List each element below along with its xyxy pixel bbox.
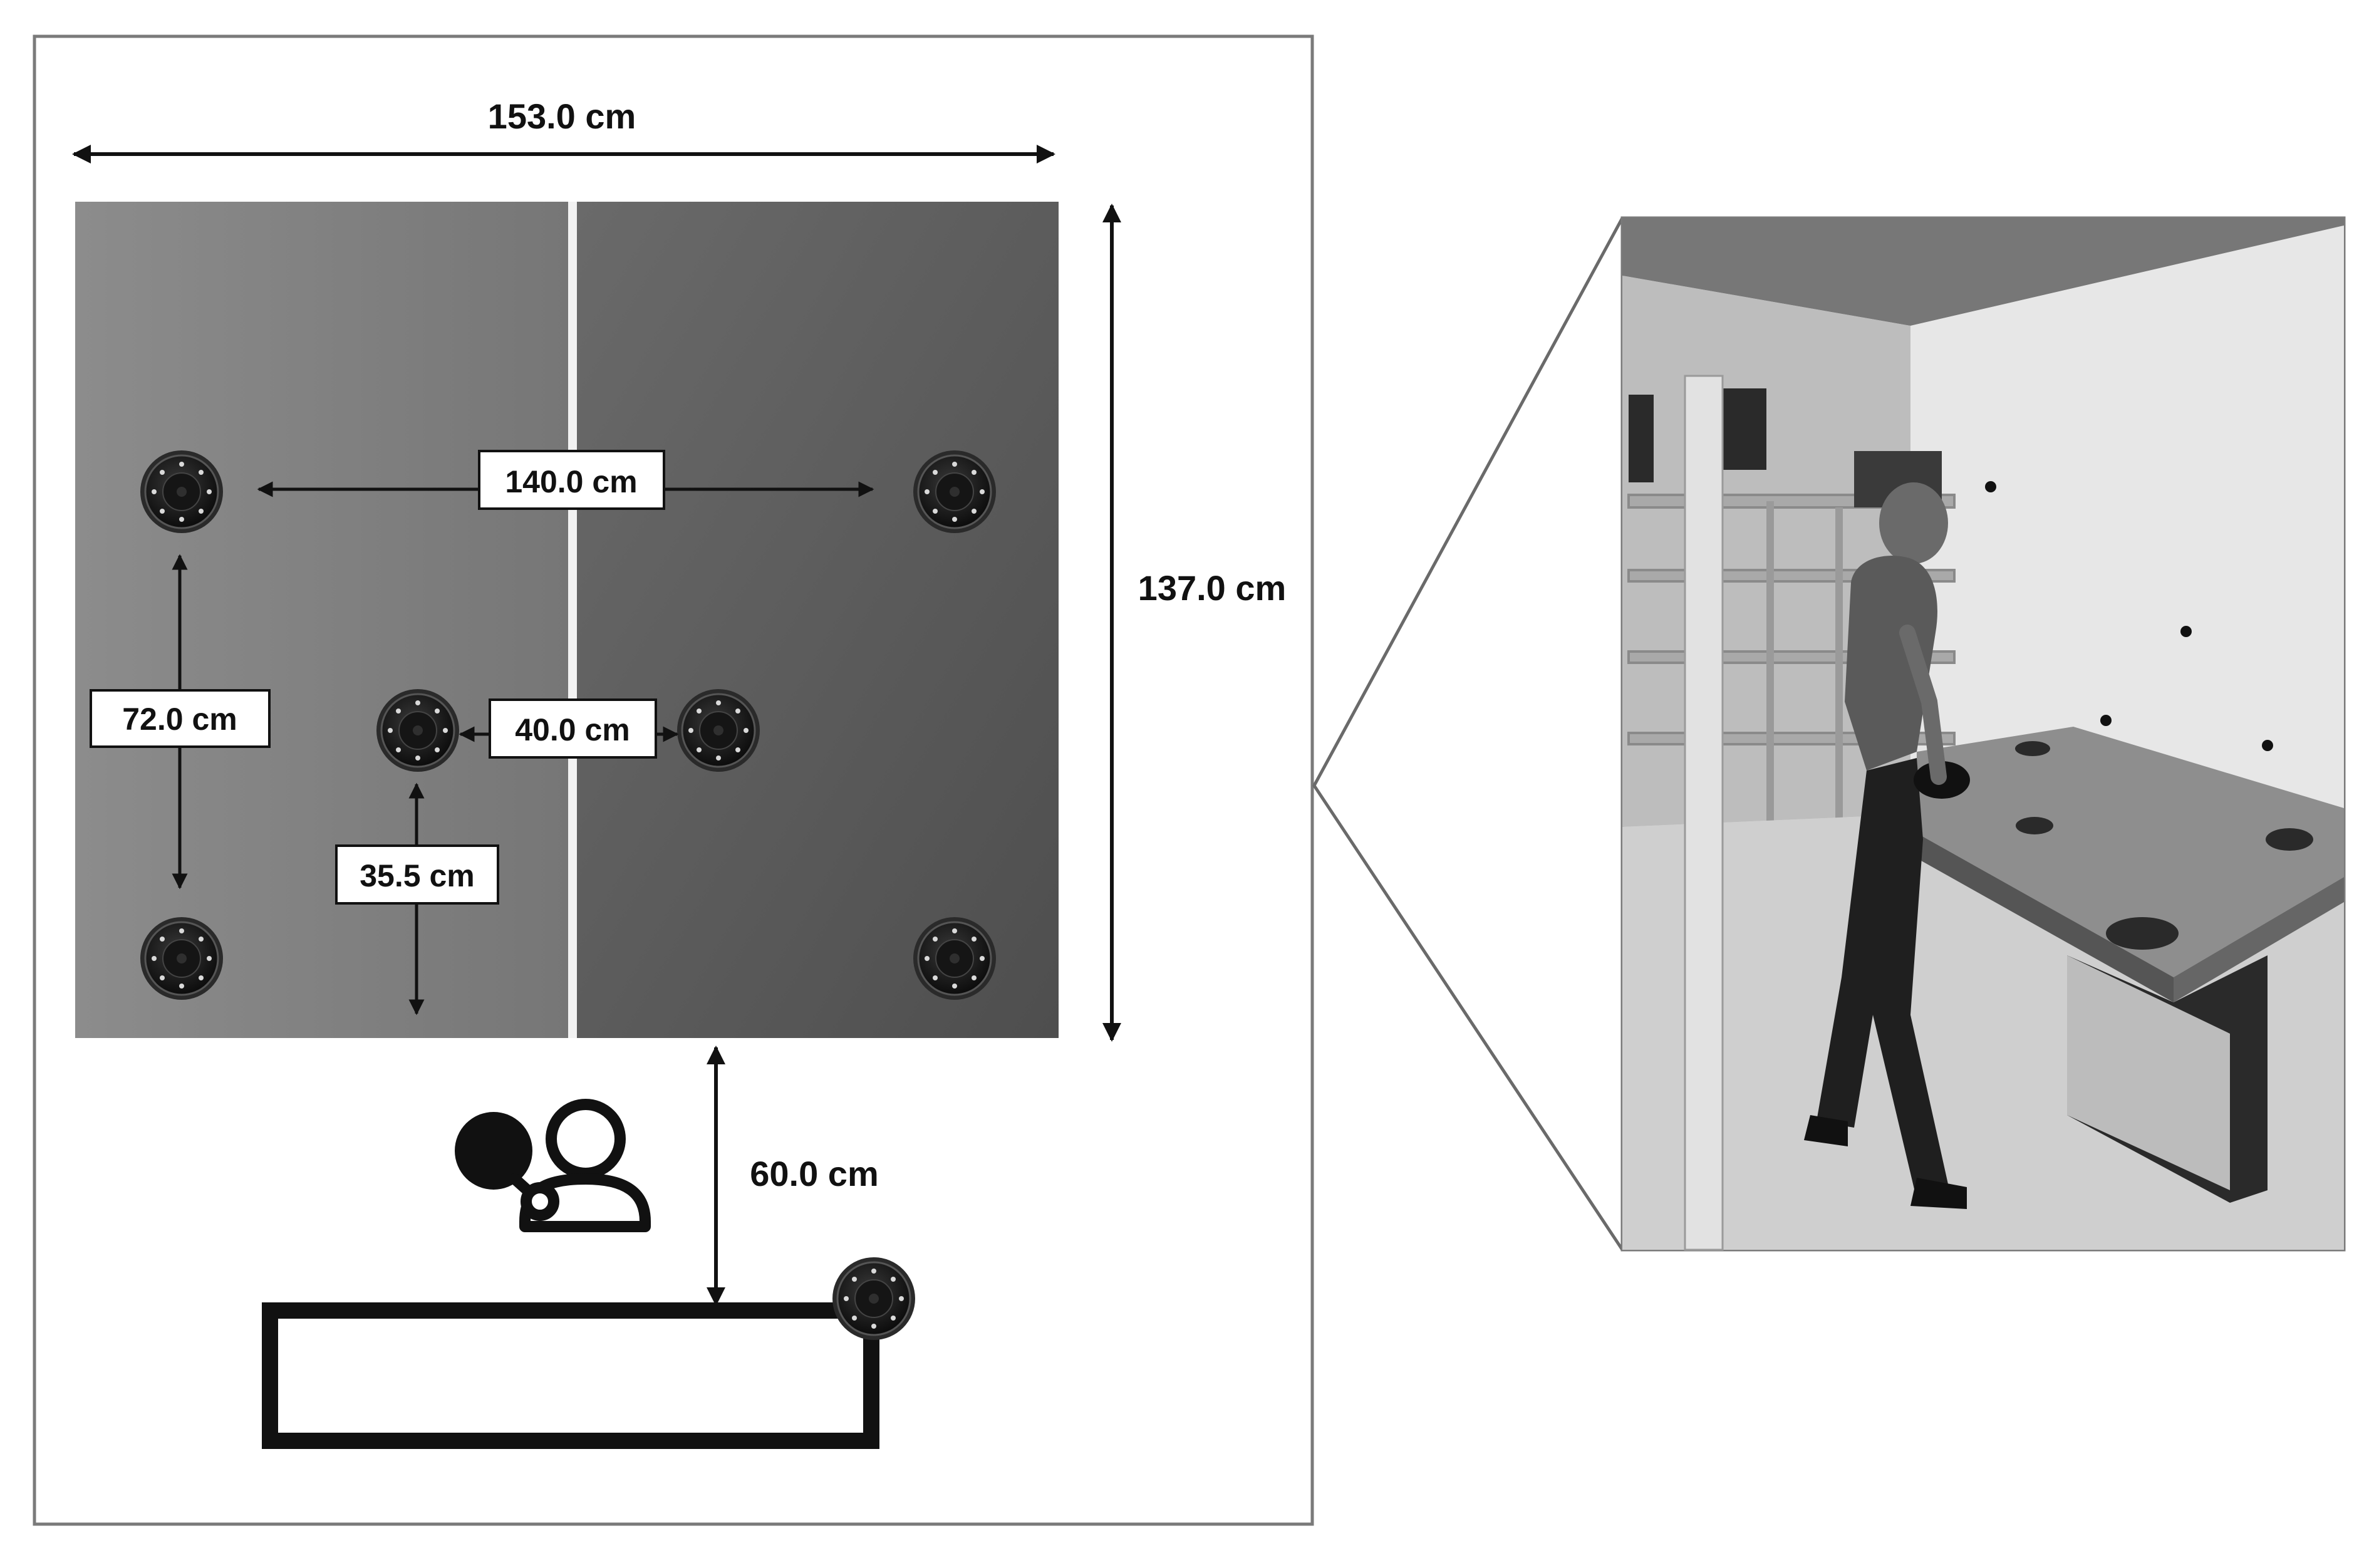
outer-spacing-h-box xyxy=(478,450,665,510)
sensor-puck-icon xyxy=(831,1256,916,1341)
table-depth-label: 137.0 cm xyxy=(1138,568,1287,608)
player-distance-label: 60.0 cm xyxy=(750,1154,879,1193)
outer-spacing-v-box xyxy=(90,689,271,748)
sensor-puck-icon xyxy=(375,688,460,773)
inner-to-edge-label: 35.5 cm xyxy=(360,858,474,893)
zoom-connector xyxy=(1312,217,1624,1251)
table-net-line xyxy=(568,202,577,1038)
sensor-puck-icon xyxy=(676,688,761,773)
lab-photo xyxy=(1620,216,2346,1252)
table-top xyxy=(75,202,1059,1038)
sensor-puck-icon xyxy=(139,449,224,534)
outer-spacing-v-label: 72.0 cm xyxy=(122,702,237,737)
table-right-half xyxy=(574,202,1059,1038)
sensor-puck-icon xyxy=(912,916,997,1001)
table-width-label: 153.0 cm xyxy=(488,96,636,136)
outer-spacing-h-label: 140.0 cm xyxy=(505,464,637,499)
inner-spacing-h-box xyxy=(489,698,657,759)
sensor-puck-icon xyxy=(912,449,997,534)
player-platform xyxy=(262,1302,879,1449)
inner-spacing-h-label: 40.0 cm xyxy=(515,712,630,747)
inner-to-edge-box xyxy=(335,844,499,905)
table-left-half xyxy=(75,202,574,1038)
player-with-paddle-icon xyxy=(455,1099,651,1232)
sensor-puck-icon xyxy=(139,916,224,1001)
